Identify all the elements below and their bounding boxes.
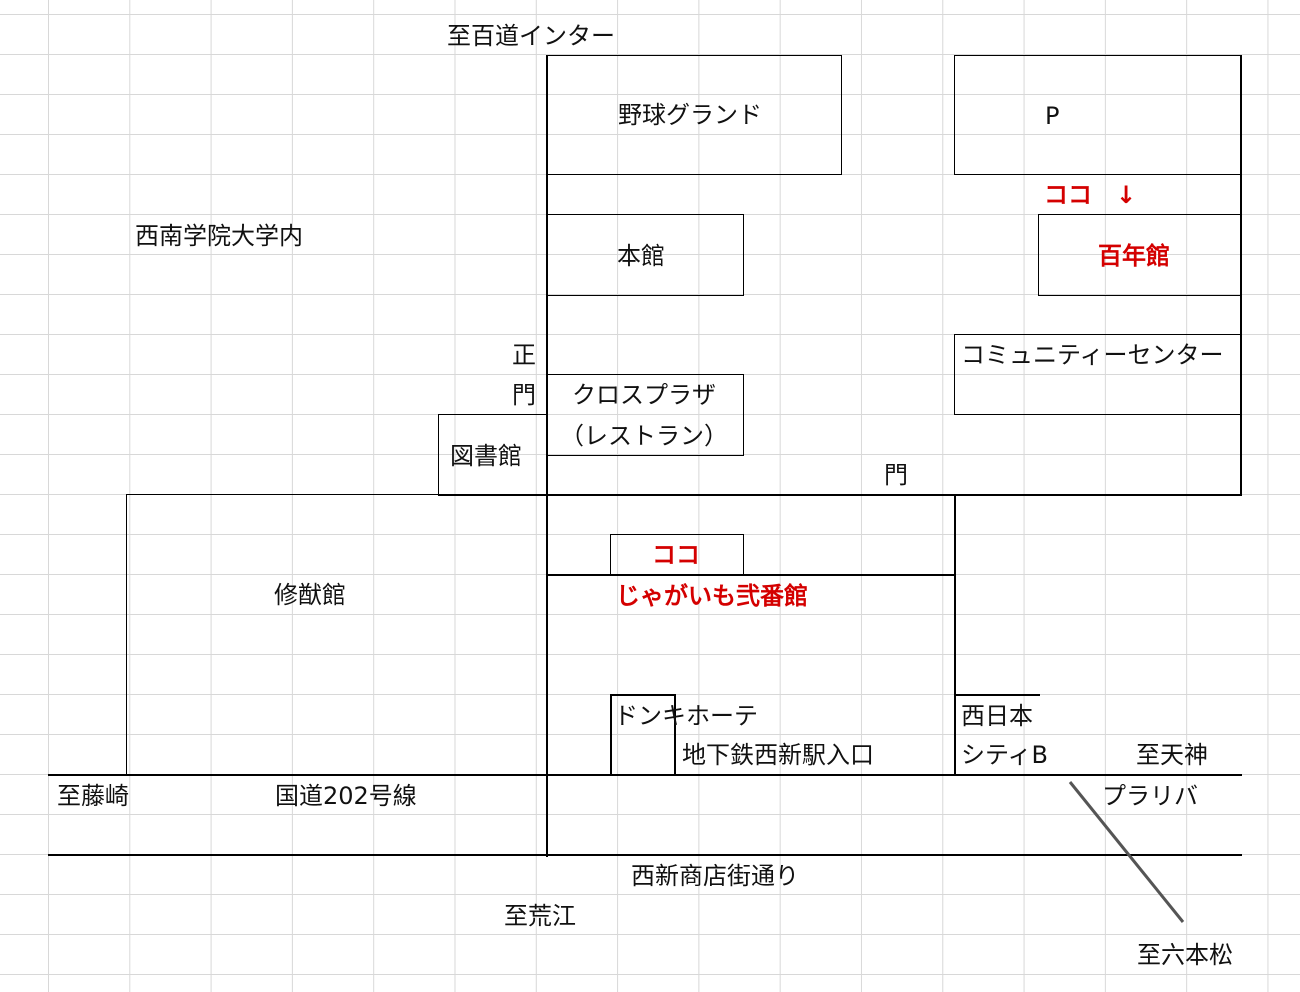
label-koko-arrow: ココ ↓: [1044, 181, 1137, 209]
label-shoutengai-street: 西新商店街通り: [631, 862, 799, 890]
shuyukan-building: [126, 494, 548, 776]
label-restaurant: （レストラン）: [560, 422, 728, 450]
label-honkan: 本館: [617, 242, 665, 270]
label-cross-plaza: クロスプラザ: [572, 381, 716, 409]
donki-left-line: [610, 694, 612, 776]
label-to-ropponmatsu: 至六本松: [1137, 941, 1233, 969]
community-center-building: [954, 334, 1242, 415]
label-parking: P: [1045, 102, 1060, 130]
label-gate: 門: [884, 461, 908, 489]
label-hyakunenkan: 百年館: [1098, 242, 1170, 270]
block-east-line: [954, 494, 956, 776]
label-nishinippon: 西日本: [961, 702, 1033, 730]
hyakunenkan-building: [1038, 214, 1242, 296]
label-main-gate-sho: 正: [512, 341, 536, 369]
jagaimo-top-line: [546, 574, 956, 576]
label-to-hyakudo: 至百道インター: [447, 22, 615, 50]
label-jagaimo: じゃがいも弐番館: [616, 582, 808, 610]
donki-top-line: [610, 694, 676, 696]
label-community-center: コミュニティーセンター: [961, 341, 1224, 369]
label-to-fujisaki: 至藤崎: [57, 782, 129, 810]
label-campus: 西南学院大学内: [135, 222, 303, 250]
campus-east-boundary: [1240, 55, 1242, 496]
parking-lot: [954, 55, 1242, 175]
nishinippon-top-line: [954, 694, 1040, 696]
campus-west-boundary: [546, 55, 548, 857]
label-prariva: プラリバ: [1102, 782, 1198, 810]
label-shuyukan: 修猷館: [274, 581, 346, 609]
label-route-202: 国道202号線: [275, 782, 417, 810]
label-baseball-ground: 野球グランド: [618, 101, 762, 129]
label-to-arae: 至荒江: [504, 902, 576, 930]
label-city-b: シティB: [961, 741, 1049, 769]
library-building: [438, 414, 548, 496]
label-koko: ココ: [652, 541, 700, 569]
route202-road-north: [48, 774, 1242, 776]
koko-marker-box: [610, 534, 744, 576]
subway-left-line: [674, 694, 676, 776]
label-main-gate-mon: 門: [512, 381, 536, 409]
route202-road-south: [48, 854, 1242, 856]
campus-south-boundary: [546, 494, 1242, 496]
label-library: 図書館: [450, 442, 522, 470]
label-donki: ドンキホーテ: [614, 702, 758, 730]
label-subway-entrance: 地下鉄西新駅入口: [682, 741, 874, 769]
label-to-tenjin: 至天神: [1136, 741, 1208, 769]
